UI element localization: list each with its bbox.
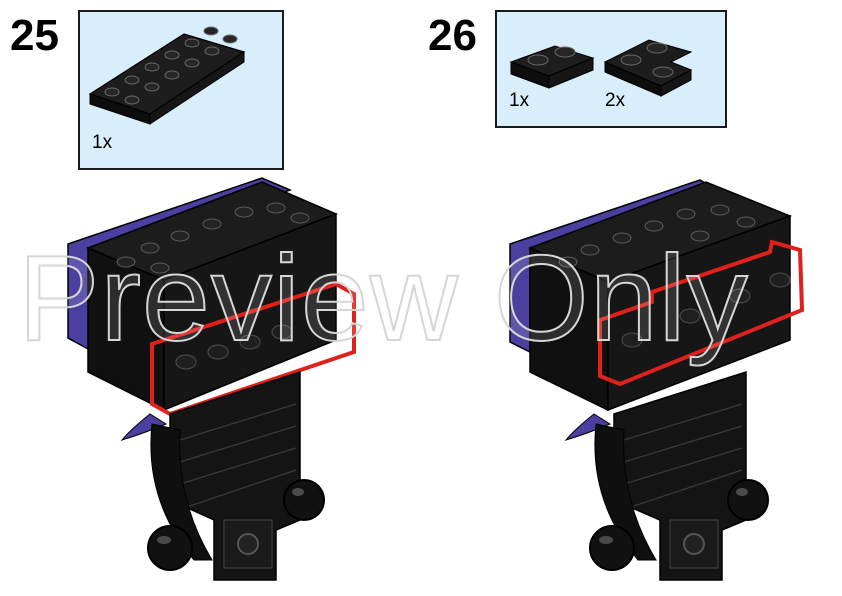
black-corner-plate-icon [603,39,693,97]
black-plate-1x2-icon [509,45,595,89]
parts-callout-step-25: 1x [78,10,284,170]
step-number-26: 26 [428,11,477,60]
black-plate-2x6-icon [88,26,246,125]
parts-callout-step-26: 1x 2x [495,10,727,128]
part-qty: 2x [605,90,626,111]
part-qty: 1x [92,132,113,153]
step-number-25: 25 [10,11,59,60]
part-qty: 1x [509,90,530,111]
